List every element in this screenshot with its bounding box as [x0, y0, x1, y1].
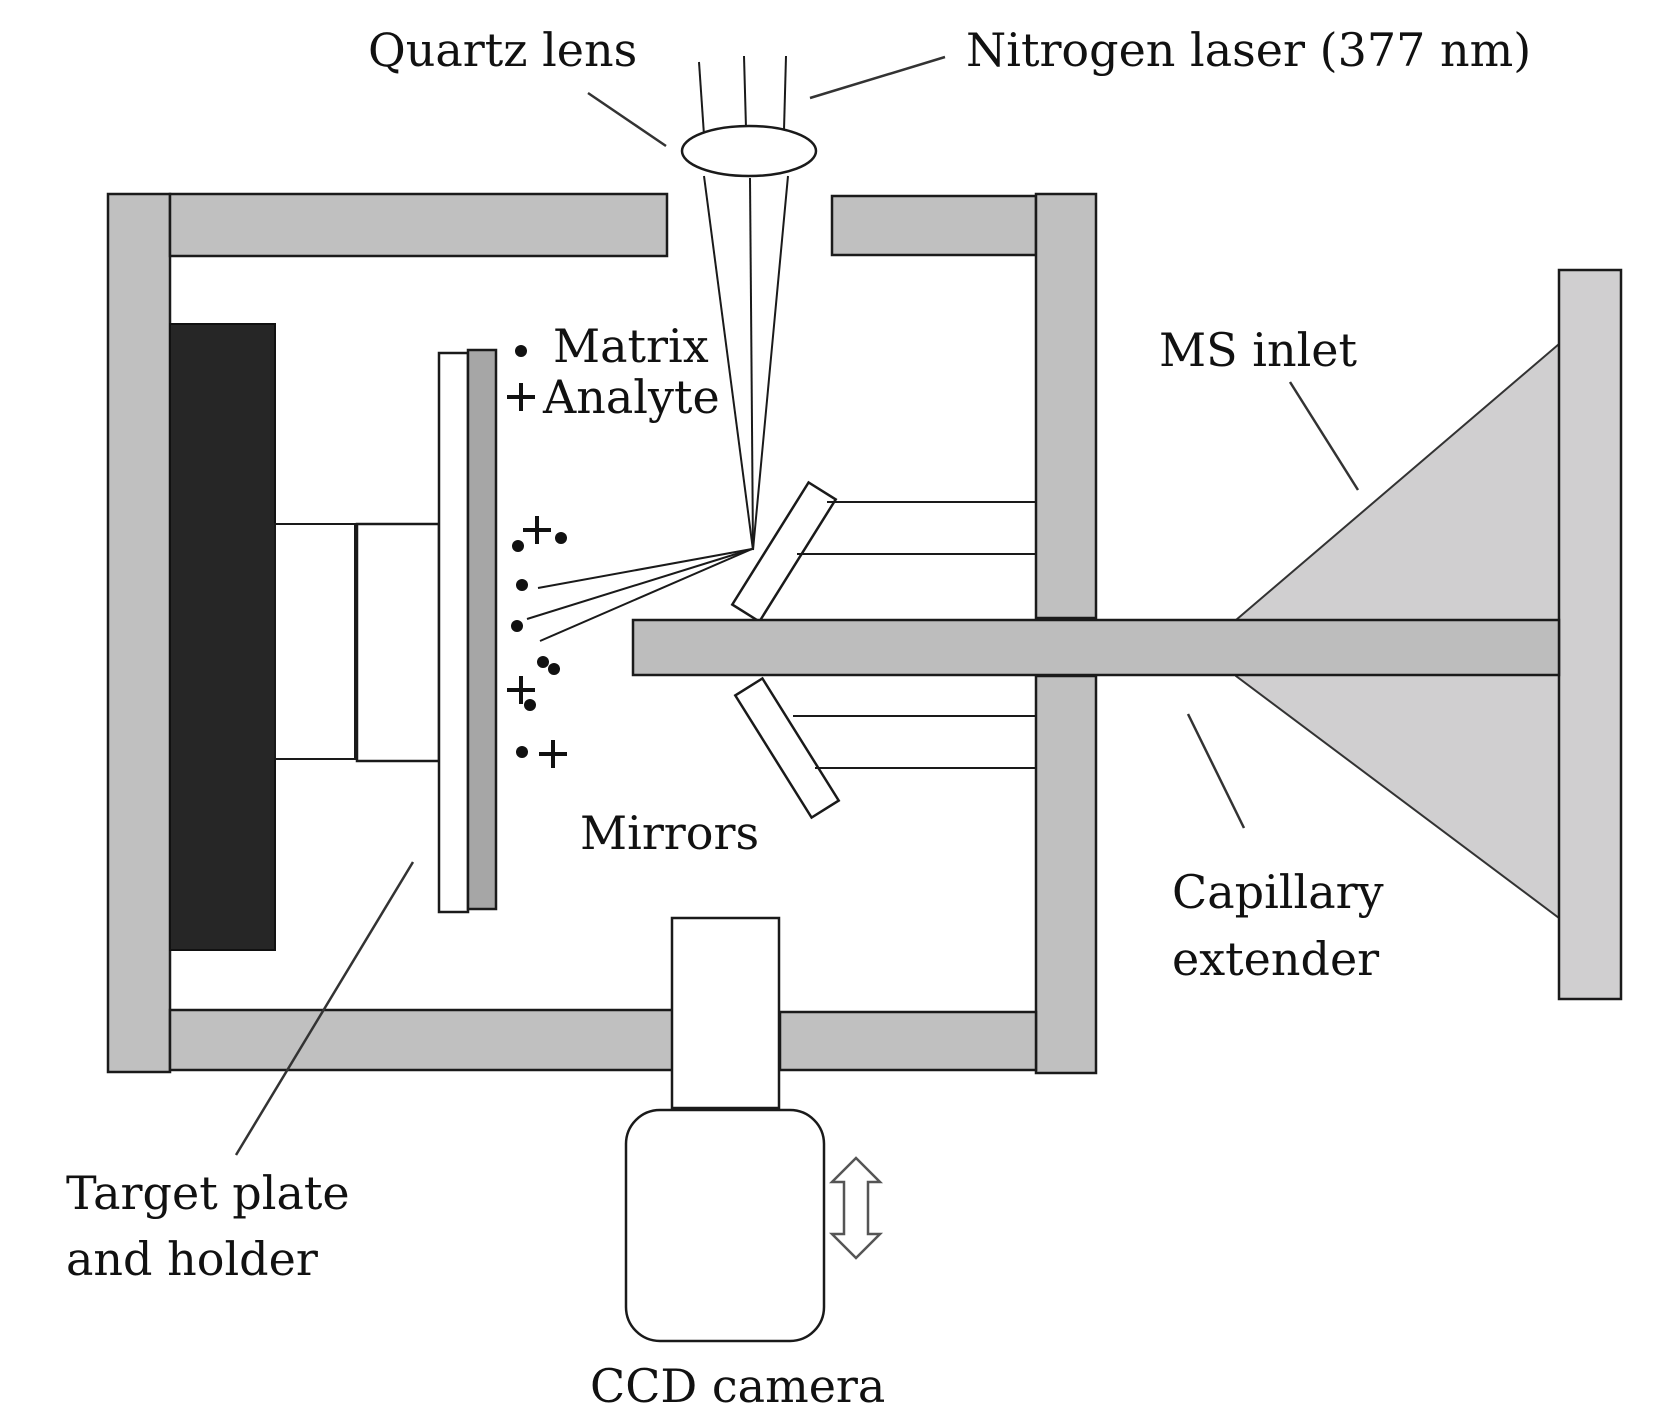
leader-ms-inlet — [1288, 381, 1360, 491]
holder-stem-1 — [274, 523, 356, 760]
particles — [507, 345, 567, 768]
label-quartz-lens: Quartz lens — [368, 23, 637, 77]
chamber-top-wall-left — [168, 192, 669, 258]
ms-inlet-plate — [1557, 268, 1623, 1001]
label-matrix: Matrix — [553, 319, 709, 373]
analyte-plus — [507, 383, 535, 411]
label-mirrors: Mirrors — [580, 806, 759, 860]
label-capillary-line1: Capillary — [1172, 865, 1384, 919]
label-target-line2: and holder — [66, 1232, 318, 1286]
label-capillary-line2: extender — [1172, 932, 1379, 986]
matrix-dot — [516, 746, 528, 758]
chamber-left-wall — [106, 192, 172, 1074]
matrix-dot — [524, 699, 536, 711]
leader-lines — [234, 55, 1360, 1156]
analyte-plus — [539, 740, 567, 768]
label-ccd-camera: CCD camera — [590, 1359, 885, 1413]
leader-target-plate — [234, 861, 415, 1156]
capillary-extender — [631, 618, 1561, 677]
mirror-lower — [733, 676, 841, 820]
leader-quartz-lens — [587, 91, 667, 148]
matrix-dot — [512, 540, 524, 552]
move-vertical-arrow-icon — [828, 1156, 884, 1260]
matrix-dot — [537, 656, 549, 668]
laser-beam-reflected — [526, 548, 753, 642]
matrix-dot — [511, 620, 523, 632]
laser-beam-incoming — [698, 55, 787, 136]
holder-stem-2 — [355, 522, 441, 763]
chamber-bottom-wall-right — [778, 1010, 1038, 1072]
mirror-upper — [730, 480, 838, 624]
chamber-right-wall-upper — [1034, 192, 1098, 620]
mirror-supports — [793, 501, 1036, 769]
target-plate-sample — [466, 348, 498, 911]
ccd-camera-mount — [670, 916, 781, 1110]
matrix-dot — [548, 663, 560, 675]
analyte-plus — [507, 676, 535, 704]
target-plate-back — [437, 351, 470, 914]
label-analyte: Analyte — [542, 370, 720, 424]
leader-nitrogen-laser — [809, 55, 946, 100]
matrix-dot — [516, 579, 528, 591]
ccd-camera-body — [624, 1108, 826, 1343]
label-ms-inlet: MS inlet — [1159, 323, 1358, 377]
quartz-lens — [680, 124, 818, 178]
leader-capillary — [1186, 713, 1246, 829]
matrix-dot — [555, 532, 567, 544]
chamber-top-wall-right — [830, 194, 1038, 257]
chamber-bottom-wall-left — [168, 1008, 675, 1072]
matrix-dot — [515, 345, 527, 357]
chamber-right-wall-lower — [1034, 674, 1098, 1075]
label-nitrogen-laser: Nitrogen laser (377 nm) — [966, 23, 1531, 77]
laser-beam-focused — [703, 175, 789, 551]
holder-block — [169, 323, 276, 951]
label-target-line1: Target plate — [66, 1166, 350, 1220]
analyte-plus — [523, 516, 551, 544]
